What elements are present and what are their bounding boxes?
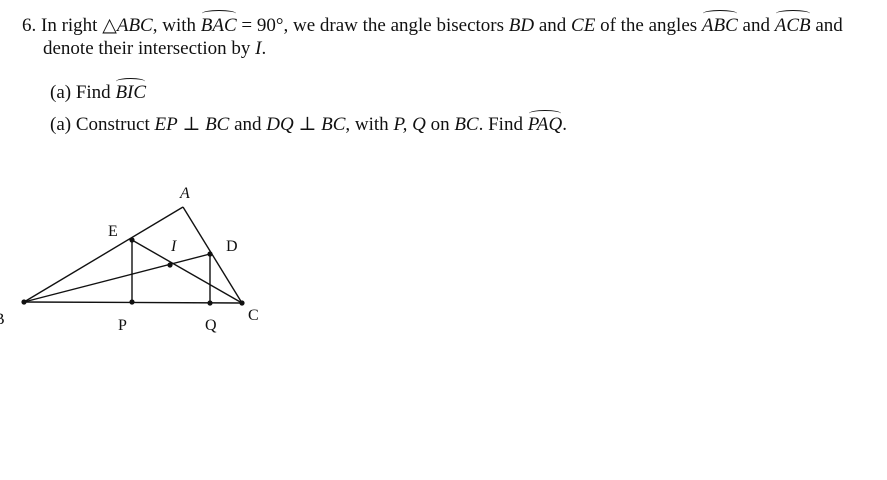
perp-symbol: ⊥ [177, 114, 206, 135]
point-c-dot [239, 300, 245, 306]
triangle-symbol: △ [102, 15, 117, 36]
label-p: P [118, 317, 127, 334]
label-i: I [170, 238, 177, 255]
point-i-dot [167, 262, 173, 268]
segment-bc: BC [454, 114, 479, 135]
side-ac [182, 206, 243, 304]
point-d-dot [207, 251, 213, 257]
label-e: E [108, 223, 118, 240]
segment-bc: BC [321, 114, 346, 135]
side-ab [23, 206, 184, 303]
angle-bac: BAC [200, 10, 237, 36]
angle-bic: BIC [115, 78, 147, 103]
perp-symbol: ⊥ [293, 114, 322, 135]
point-q-dot [207, 300, 213, 306]
text-segment: . [562, 114, 567, 135]
segment-ce: CE [571, 15, 596, 36]
part-a-label: (a) Find [50, 82, 116, 103]
angle-abc: ABC [701, 10, 738, 36]
angle-acb: ACB [774, 10, 811, 36]
part-b: (a) Construct EP ⊥ BC and DQ ⊥ BC, with … [50, 110, 567, 136]
problem-statement: 6. In right △ABC, with BAC = 90°, we dra… [22, 10, 882, 60]
text-segment: . [261, 38, 267, 59]
text-segment: , with [345, 114, 394, 135]
problem-number: 6. [22, 15, 37, 36]
points-pq: P, Q [393, 114, 426, 135]
text-segment: and [737, 15, 775, 36]
text-segment: , with [152, 15, 201, 36]
text-segment: and [810, 15, 843, 36]
label-q: Q [205, 317, 217, 334]
text-segment: of the angles [595, 15, 702, 36]
point-i-text: I [255, 38, 262, 59]
text-segment: denote their intersection by [43, 38, 256, 59]
label-a: A [179, 185, 190, 202]
text-segment: and [534, 15, 572, 36]
point-p-dot [129, 299, 135, 305]
point-b-dot [21, 299, 27, 305]
text-segment: on [425, 114, 455, 135]
problem-line-1: 6. In right △ABC, with BAC = 90°, we dra… [22, 10, 882, 37]
segment-bc: BC [205, 114, 230, 135]
label-b: B [0, 311, 5, 328]
label-c: C [248, 307, 259, 324]
text-segment: and [229, 114, 267, 135]
triangle-name: ABC [116, 15, 153, 36]
triangle-figure: A B C D E I P Q [0, 185, 259, 334]
text-segment: . Find [478, 114, 528, 135]
problem-line-2: denote their intersection by I. [22, 37, 882, 60]
segment-dq: DQ [266, 114, 294, 135]
angle-paq: PAQ [527, 110, 563, 135]
part-b-label: (a) Construct [50, 114, 155, 135]
segment-ep: EP [154, 114, 178, 135]
bisector-ce [131, 239, 243, 304]
segment-bd: BD [508, 15, 535, 36]
text-segment: In right [41, 15, 103, 36]
text-segment: = 90°, we draw the angle bisectors [236, 15, 509, 36]
bisector-bd [23, 253, 211, 303]
part-a: (a) Find BIC [50, 78, 147, 104]
point-e-dot [129, 237, 135, 243]
label-d: D [226, 238, 238, 255]
